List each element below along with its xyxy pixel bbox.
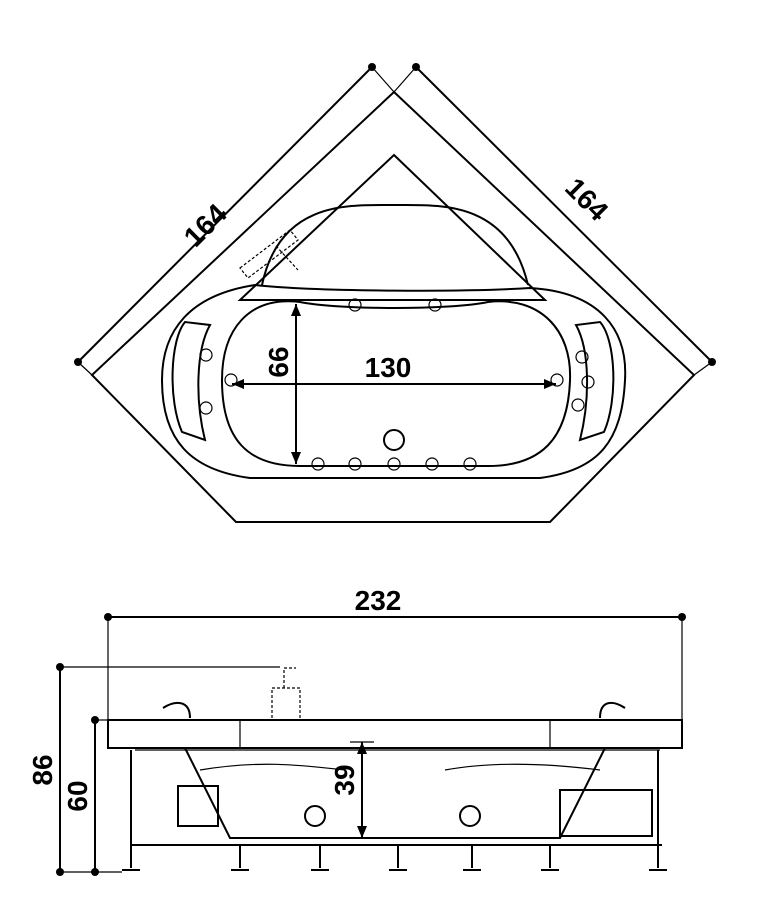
headrest-bowl	[261, 203, 529, 286]
jets-top	[199, 298, 595, 471]
armrest-left	[171, 320, 212, 442]
front-view: 232 86 60 39	[27, 585, 686, 876]
drain-icon	[383, 429, 405, 451]
dim-inner-depth: 39	[329, 764, 360, 795]
faucet-outline	[239, 229, 299, 279]
headrest-right	[599, 701, 626, 719]
dim-total-height: 86	[27, 754, 58, 785]
motor-left	[177, 785, 219, 827]
armrest-right	[574, 320, 615, 442]
dim-left-side: 164	[178, 198, 233, 253]
control-box	[559, 789, 653, 837]
dim-inner-width: 66	[263, 346, 294, 377]
support-legs	[122, 750, 667, 871]
basin-outer	[160, 283, 627, 479]
inner-deck-outline	[237, 153, 548, 301]
dim-inner-length: 130	[365, 352, 412, 383]
dim-total-width: 232	[355, 585, 402, 616]
tub-body	[184, 747, 606, 839]
top-view: 164 164 130 66	[74, 63, 716, 523]
pump-left	[304, 805, 326, 827]
headrest-left	[162, 701, 191, 719]
tub-outline-top	[90, 90, 696, 523]
faucet-front	[271, 667, 301, 718]
basin-inner	[220, 300, 572, 467]
pump-right	[459, 805, 481, 827]
dim-rim-height: 60	[62, 780, 93, 811]
tub-rim	[107, 719, 683, 749]
